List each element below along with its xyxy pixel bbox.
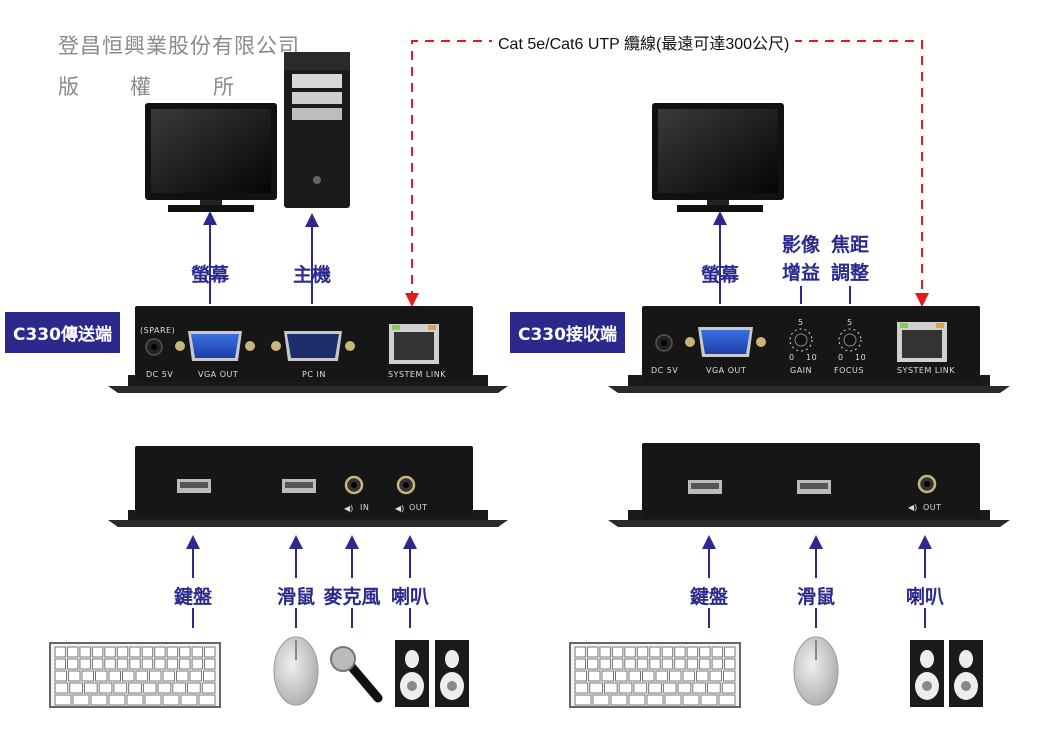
- rights-char-1: 版: [58, 75, 79, 99]
- tx-system-link-label: SYSTEM LINK: [388, 370, 446, 379]
- tx-microphone-label: 麥克風: [323, 586, 381, 608]
- tx-device-tag: C330傳送端: [5, 312, 120, 353]
- rights-char-2: 權: [130, 75, 151, 99]
- svg-text:◀): ◀): [344, 504, 353, 513]
- rx-front-panel: ◀): [608, 443, 1010, 527]
- rx-vga-out-label: VGA OUT: [706, 366, 747, 375]
- tx-keyboard-label: 鍵盤: [173, 586, 212, 608]
- rx-speakers-icon: [910, 640, 983, 707]
- rx-gain-label-1: 影像: [781, 234, 820, 256]
- rx-mouse-icon: [793, 636, 839, 706]
- tx-microphone-icon: [330, 646, 383, 703]
- tx-rear-panel: [108, 306, 508, 393]
- rx-system-link-label: SYSTEM LINK: [897, 366, 955, 375]
- rx-focus-dial-max: 10: [855, 353, 867, 362]
- tx-monitor-label: 螢幕: [190, 264, 229, 286]
- rx-mouse-label: 滑鼠: [796, 586, 835, 608]
- tx-monitor-icon: [145, 103, 277, 212]
- rx-dc-label: DC 5V: [651, 366, 679, 375]
- tx-mic-in-label: IN: [360, 503, 370, 512]
- tx-dc-label: DC 5V: [146, 370, 174, 379]
- tx-vga-out-label: VGA OUT: [198, 370, 239, 379]
- rx-audio-out-label: OUT: [923, 503, 942, 512]
- rx-rear-panel: [608, 306, 1010, 393]
- svg-text:◀): ◀): [395, 504, 404, 513]
- rx-focus-label: FOCUS: [834, 366, 864, 375]
- rx-keyboard-label: 鍵盤: [689, 586, 728, 608]
- rx-gain-label-2: 增益: [781, 262, 820, 284]
- tx-mouse-icon: [273, 636, 319, 706]
- tx-spare-label: (SPARE): [140, 326, 176, 335]
- tx-host-label: 主機: [292, 264, 331, 286]
- rx-keyboard-icon: [569, 642, 741, 708]
- rights-char-3: 所: [213, 75, 234, 99]
- rx-focus-label-1: 焦距: [830, 234, 869, 256]
- tx-pc-in-label: PC IN: [302, 370, 326, 379]
- rx-device-tag: C330接收端: [510, 312, 625, 353]
- rx-focus-label-2: 調整: [830, 262, 869, 284]
- tx-audio-out-label: OUT: [409, 503, 428, 512]
- tx-front-panel: ◀) ◀): [108, 446, 508, 527]
- rx-monitor-label: 螢幕: [700, 264, 739, 286]
- rx-gain-dial-max: 10: [806, 353, 818, 362]
- rx-monitor-icon: [652, 103, 784, 212]
- rx-focus-dial-min: 0: [838, 353, 844, 362]
- rx-gain-dial-min: 0: [789, 353, 795, 362]
- svg-text:◀): ◀): [908, 503, 917, 512]
- rx-gain-label: GAIN: [790, 366, 813, 375]
- rx-focus-dial-mid: 5: [847, 318, 853, 327]
- cable-label: Cat 5e/Cat6 UTP 纜線(最遠可達300公尺): [492, 30, 796, 54]
- company-name: 登昌恒興業股份有限公司: [58, 34, 300, 58]
- rx-gain-dial-mid: 5: [798, 318, 804, 327]
- tx-mouse-label: 滑鼠: [276, 586, 315, 608]
- rights-text: 版 權 所: [58, 71, 258, 99]
- rx-speaker-label: 喇叭: [905, 586, 944, 608]
- tx-keyboard-icon: [49, 642, 221, 708]
- tx-speaker-label: 喇叭: [390, 586, 429, 608]
- tx-host-pc-icon: [284, 52, 350, 208]
- tx-speakers-icon: [395, 640, 469, 707]
